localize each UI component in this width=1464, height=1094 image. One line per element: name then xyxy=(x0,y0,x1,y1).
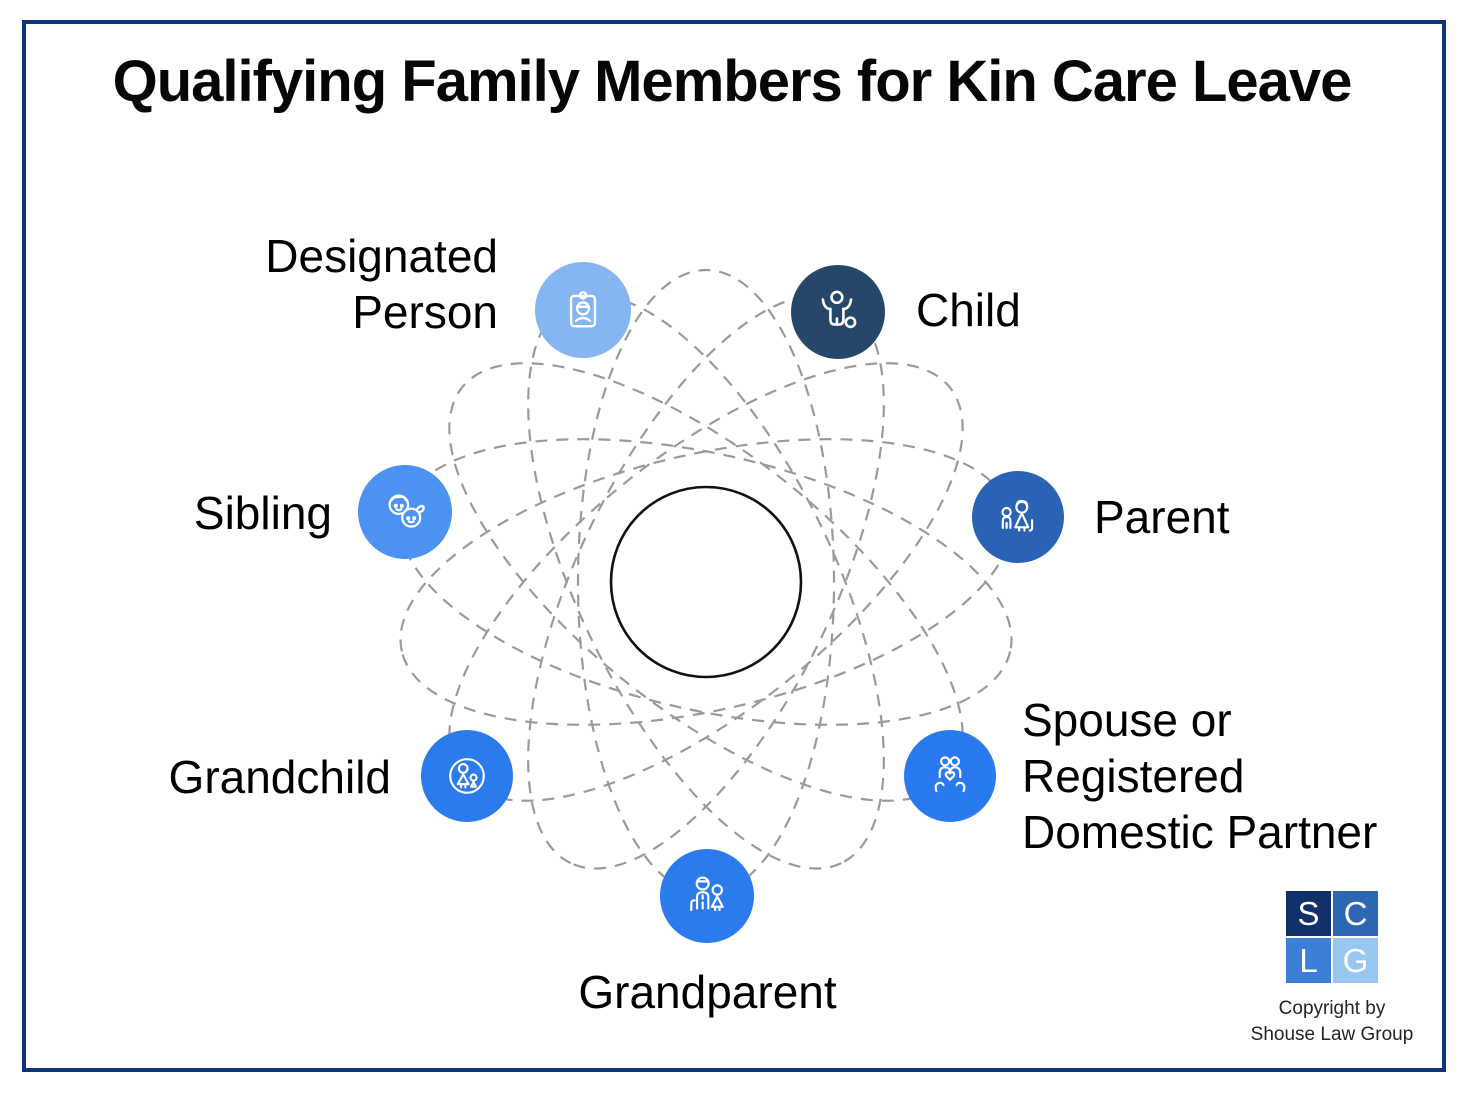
grandparents-icon xyxy=(690,876,724,912)
parent-with-child-icon xyxy=(1001,499,1034,532)
logo-quadrant-s: S xyxy=(1286,891,1331,936)
node-grandchild xyxy=(421,730,513,822)
logo-quadrant-c: C xyxy=(1333,891,1378,936)
node-grandparent xyxy=(660,849,754,943)
logo-quadrant-l: L xyxy=(1286,938,1331,983)
page-title: Qualifying Family Members for Kin Care L… xyxy=(112,49,1353,114)
copyright-text: Copyright by Shouse Law Group xyxy=(1250,998,1414,1045)
label-grandparent: Grandparent xyxy=(578,966,837,1018)
two-children-faces-icon xyxy=(388,494,425,528)
sclg-logo: S C L G xyxy=(1286,891,1378,983)
node-sibling xyxy=(358,465,452,559)
label-child: Child xyxy=(916,284,1021,336)
node-child xyxy=(791,265,885,359)
label-designated-person: Designated Person xyxy=(265,230,498,338)
label-grandchild: Grandchild xyxy=(168,751,391,803)
logo-quadrant-g: G xyxy=(1333,938,1378,983)
label-spouse: Spouse or Registered Domestic Partner xyxy=(1022,694,1378,858)
node-designated-person xyxy=(535,262,631,358)
label-parent: Parent xyxy=(1094,491,1230,543)
node-spouse xyxy=(904,730,996,822)
node-parent xyxy=(972,471,1064,563)
adult-with-child-circle-icon xyxy=(449,758,485,794)
couple-heart-hands-icon xyxy=(934,756,966,793)
id-badge-person-icon xyxy=(569,291,597,328)
child-arms-up-icon xyxy=(821,290,857,329)
center-circle xyxy=(609,485,803,679)
label-sibling: Sibling xyxy=(193,487,332,539)
